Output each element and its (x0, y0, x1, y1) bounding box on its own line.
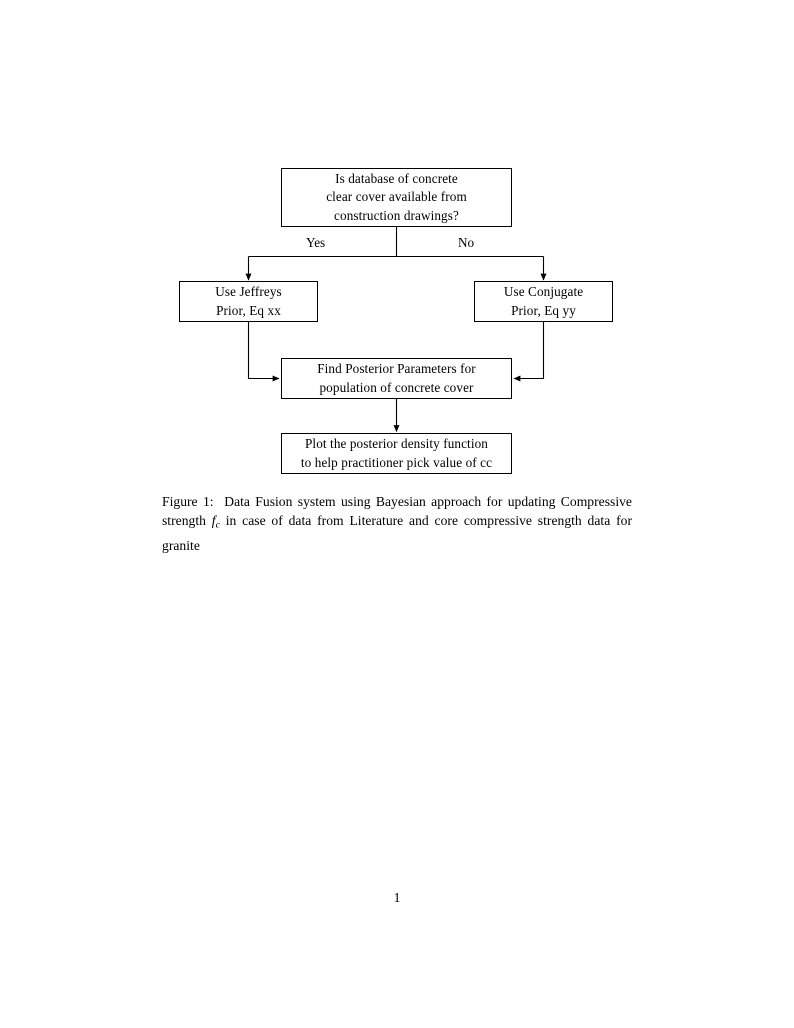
connector-conjugate-to-posterior (513, 322, 545, 382)
node-decision-line-2: clear cover available from (326, 189, 467, 205)
page-number: 1 (393, 890, 401, 905)
figure-caption-gap (214, 494, 225, 509)
node-jeffreys-line-2: Prior, Eq xx (216, 302, 281, 318)
flowchart-figure: Is database of concrete clear cover avai… (0, 0, 794, 490)
node-decision-line-1: Is database of concrete (335, 171, 458, 187)
flowchart-node-find-posterior-parameters[interactable]: Find Posterior Parameters for population… (281, 358, 512, 399)
flowchart-connectors (245, 227, 547, 433)
figure-caption-text-part-1: Data Fusion system using Bayesian approa… (162, 494, 632, 529)
node-posterior-line-1: Find Posterior Parameters for (317, 361, 476, 377)
branch-label-yes: Yes (306, 235, 326, 250)
node-jeffreys-line-1: Use Jeffreys (215, 284, 282, 300)
figure-caption-math-subscript: c (215, 520, 220, 532)
flowchart-node-plot-posterior-density[interactable]: Plot the posterior density function to h… (281, 433, 512, 474)
node-posterior-line-2: population of concrete cover (319, 379, 474, 395)
flowchart-node-conjugate-prior[interactable]: Use Conjugate Prior, Eq yy (474, 281, 613, 322)
connector-jeffreys-to-posterior (247, 322, 280, 382)
figure-caption: Figure 1: Data Fusion system using Bayes… (162, 492, 632, 555)
branch-label-no: No (458, 235, 475, 250)
node-conjugate-line-1: Use Conjugate (503, 284, 584, 300)
node-conjugate-line-2: Prior, Eq yy (511, 302, 576, 318)
node-decision-line-3: construction drawings? (334, 207, 459, 223)
figure-caption-math-variable: f (211, 513, 216, 529)
figure-caption-label: Figure 1: (162, 494, 214, 509)
flowchart-node-jeffreys-prior[interactable]: Use Jeffreys Prior, Eq xx (179, 281, 318, 322)
node-plot-line-2: to help practitioner pick value of cc (300, 454, 493, 470)
node-plot-line-1: Plot the posterior density function (305, 436, 488, 452)
flowchart-node-decision[interactable]: Is database of concrete clear cover avai… (281, 168, 512, 227)
figure-caption-text-part-2: in case of data from Literature and core… (162, 513, 632, 553)
